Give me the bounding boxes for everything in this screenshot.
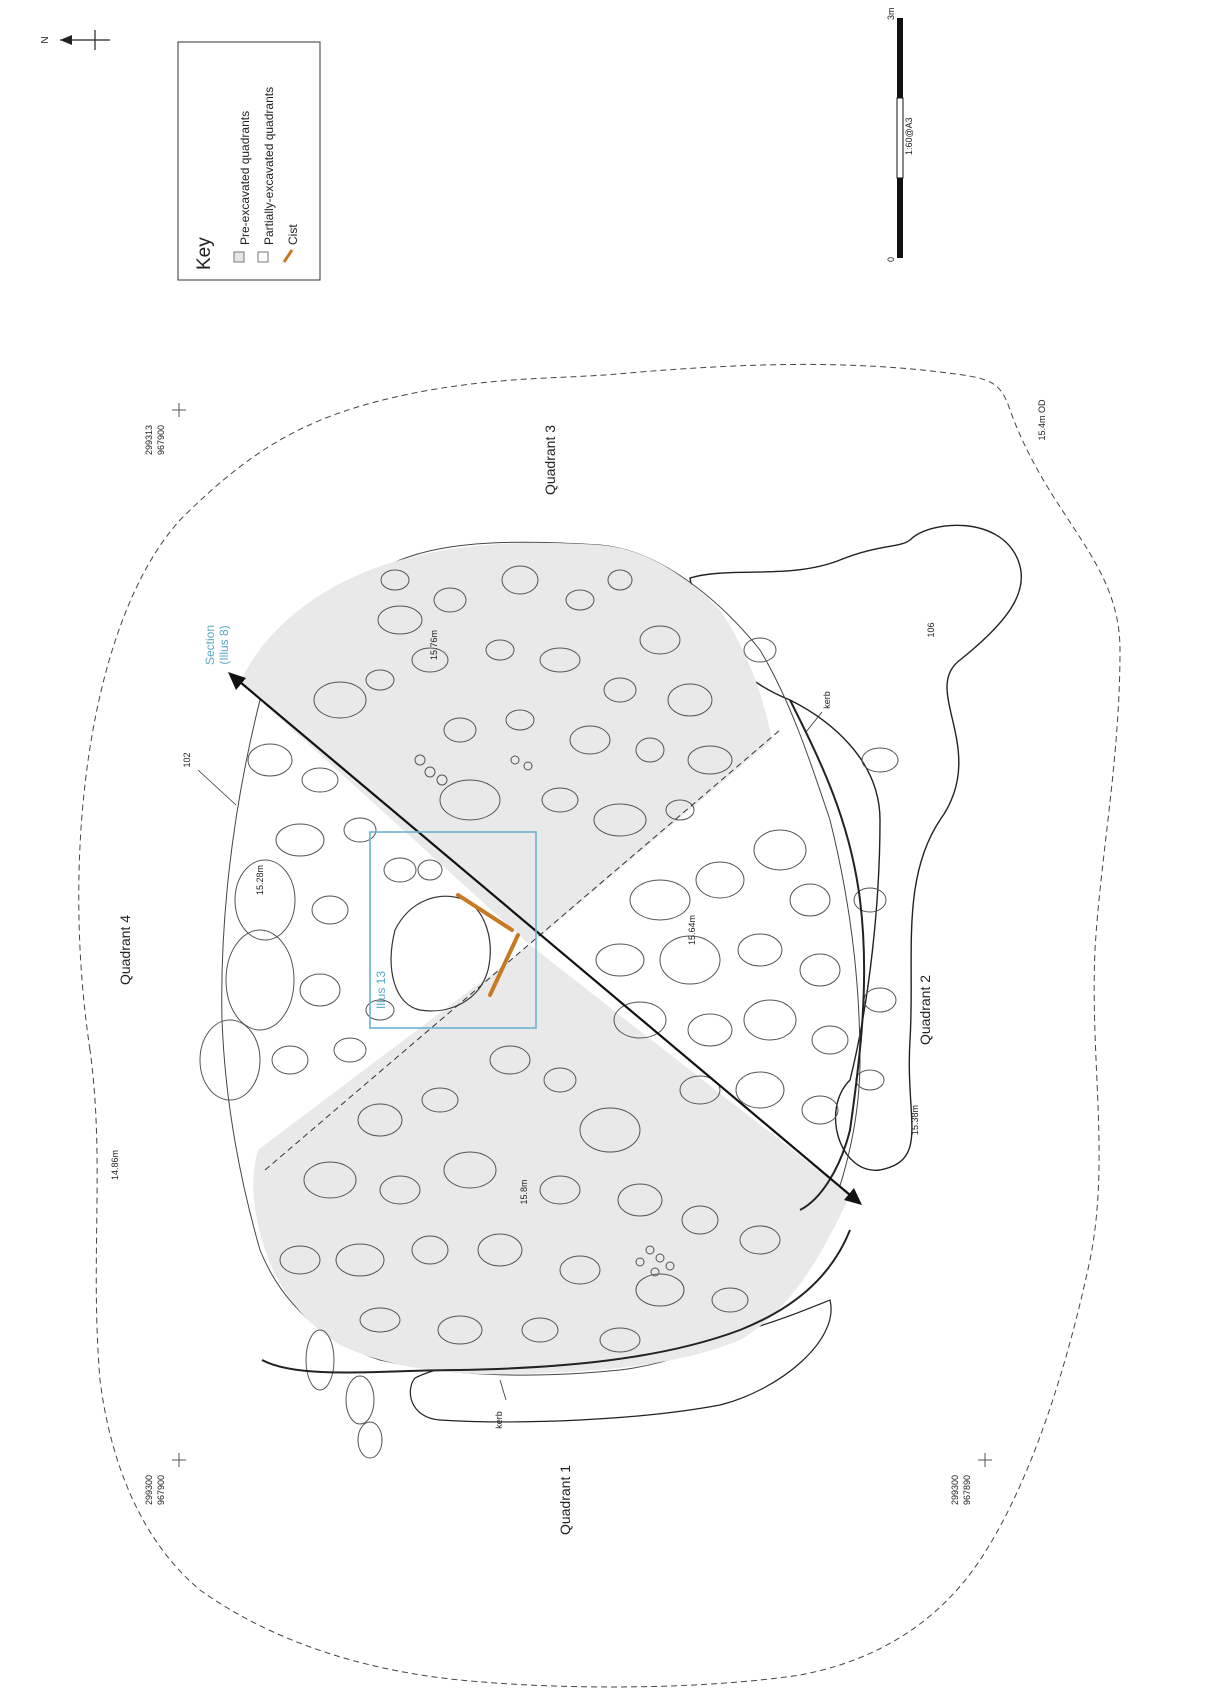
quadrant-2-label: Quadrant 2: [917, 975, 933, 1045]
context-102-label: 102: [182, 752, 192, 767]
boundary-dashed: [78, 363, 1121, 1688]
level-15-76m: 15.76m: [429, 630, 439, 660]
svg-text:299313: 299313: [144, 425, 154, 455]
stones-quadrant-1: [279, 1045, 781, 1353]
section-label: Section: [203, 625, 217, 665]
kerb-line-lower: [261, 1229, 851, 1374]
quadrant-1-shaded: [253, 945, 850, 1375]
level-14-86m: 14.86m: [110, 1150, 120, 1180]
kerb-line-upper: [789, 699, 866, 1211]
svg-text:967900: 967900: [156, 1475, 166, 1505]
key-swatch-pre: [233, 251, 245, 263]
cist: [456, 893, 520, 997]
quadrant-1-label: Quadrant 1: [557, 1465, 573, 1535]
scale-end: 3m: [886, 7, 896, 20]
quadrant-divider: [264, 729, 781, 1171]
quadrant-3-label: Quadrant 3: [542, 425, 558, 495]
kerb-label-top: kerb: [822, 691, 832, 709]
grid-ref-bottom: 299300 967890: [950, 1453, 992, 1505]
scale-ratio: 1:60@A3: [904, 117, 914, 155]
level-15-4m-od: 15.4m OD: [1037, 399, 1047, 441]
key-label-cist: Cist: [286, 224, 300, 245]
quadrant-4-label: Quadrant 4: [117, 915, 133, 985]
grid-ref-top: 299313 967900: [144, 403, 186, 455]
svg-text:967890: 967890: [962, 1475, 972, 1505]
svg-text:299300: 299300: [950, 1475, 960, 1505]
svg-text:967900: 967900: [156, 425, 166, 455]
key-title: Key: [194, 237, 215, 270]
grid-ref-left: 299300 967900: [144, 1453, 186, 1505]
quadrant-3-shaded: [240, 542, 772, 945]
level-15-38m: 15.38m: [910, 1105, 920, 1135]
key-swatch-partial: [257, 251, 269, 263]
key-label-pre: Pre-excavated quadrants: [238, 111, 252, 245]
svg-text:299300: 299300: [144, 1475, 154, 1505]
level-15-8m: 15.8m: [519, 1179, 529, 1204]
section-line: [228, 672, 862, 1205]
map-key: Key Pre-excavated quadrants Partially-ex…: [177, 41, 321, 281]
key-swatch-cist: [282, 249, 294, 263]
cist-capstone: [390, 895, 491, 1012]
north-arrow: N: [40, 30, 110, 50]
level-15-64m: 15.64m: [687, 915, 697, 945]
illus-13-box: [369, 831, 537, 1029]
context-106-label: 106: [926, 622, 936, 637]
stones-quadrant-3: [313, 565, 733, 837]
stones-outlying: [305, 569, 899, 1459]
scale-start: 0: [886, 257, 896, 262]
scale-bar: 0 3m 1:60@A3: [886, 7, 914, 262]
section-label-illus: (Illus 8): [217, 625, 231, 664]
kerb-label-bottom: kerb: [494, 1411, 504, 1429]
stones-quadrant-4: [199, 743, 443, 1101]
context-106-area: [689, 524, 1023, 1171]
level-15-28m: 15.28m: [255, 865, 265, 895]
illus-13-label: Illus 13: [374, 971, 388, 1009]
north-label: N: [40, 36, 51, 43]
key-label-partial: Partially-excavated quadrants: [262, 87, 276, 245]
